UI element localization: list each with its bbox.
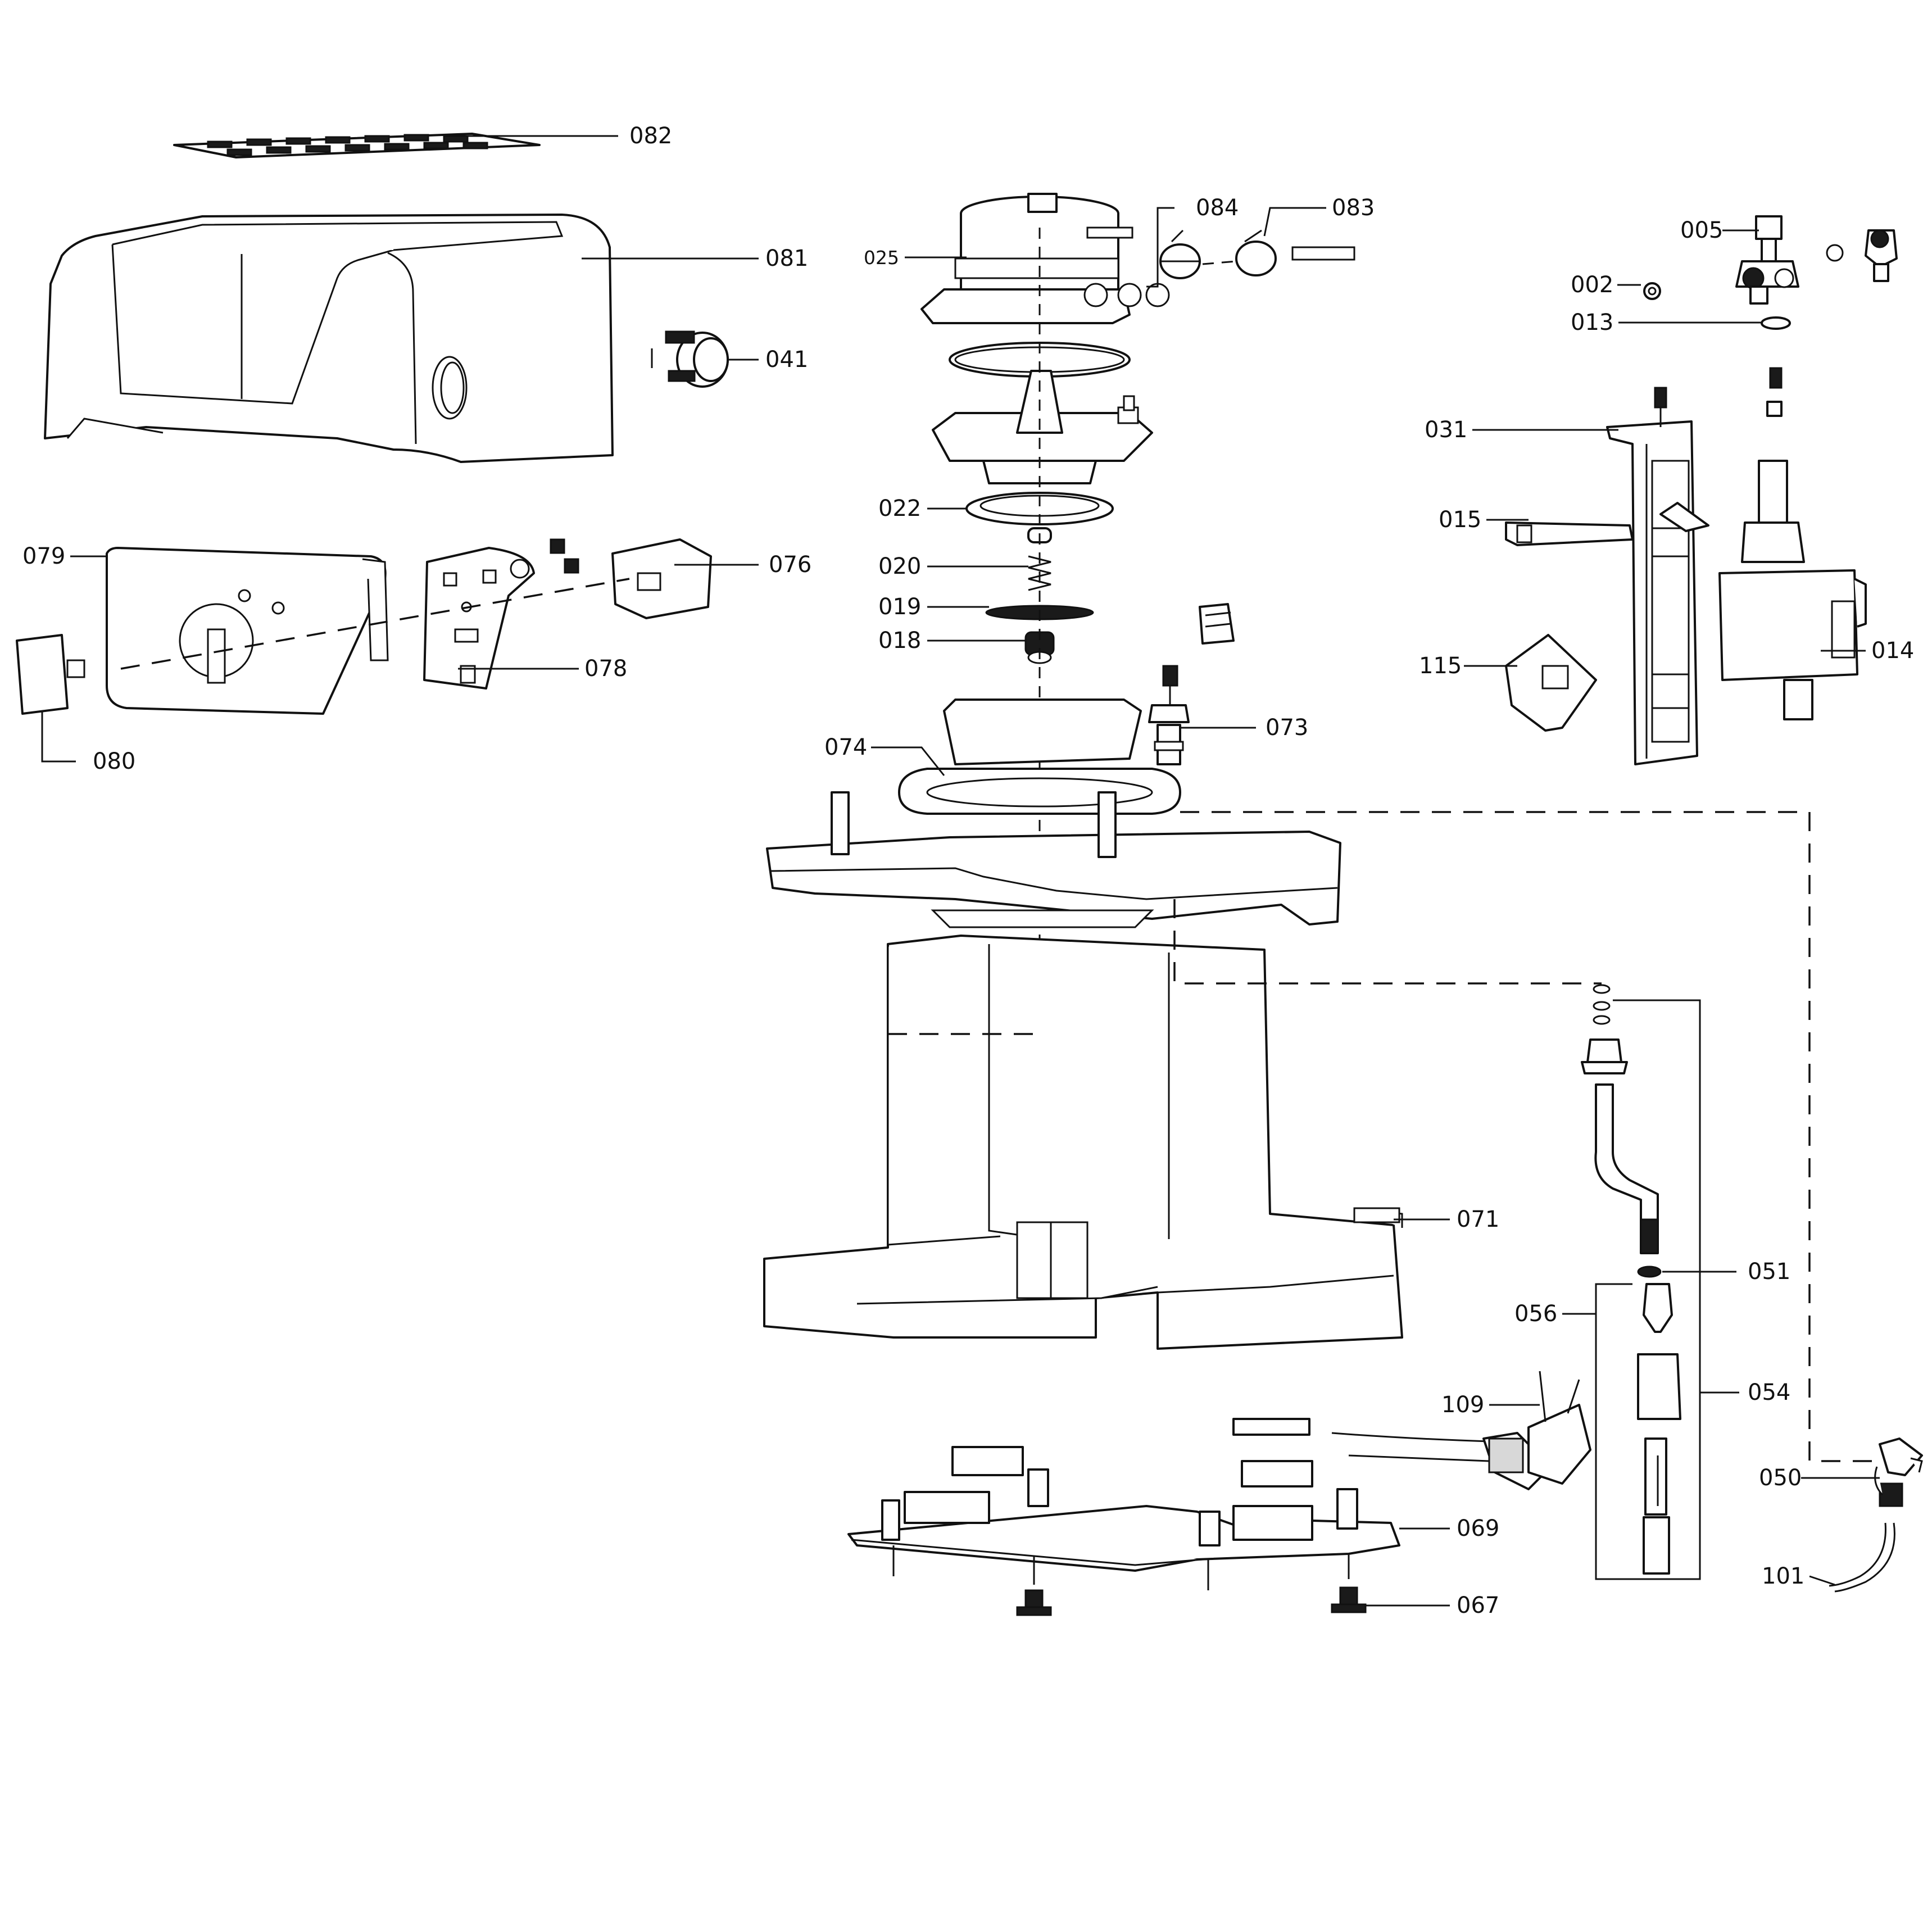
part-025-motor-unit (920, 193, 1170, 324)
label-101: 101 (1762, 1563, 1804, 1589)
pipe-assembly (1581, 984, 1659, 1254)
label-056: 056 (1514, 1301, 1557, 1327)
part-076-relay (550, 538, 712, 619)
part-067-feet (892, 1545, 1367, 1616)
part-078-bracket-board (423, 547, 535, 690)
label-083: 083 (1332, 195, 1375, 221)
part-013-oring (1761, 316, 1791, 330)
part-080-switch (16, 634, 85, 715)
leader-lines (41, 135, 1880, 1607)
label-002: 002 (1571, 272, 1613, 298)
drip-tray-frame (766, 791, 1341, 928)
gasket-ring (949, 342, 1131, 378)
part-015-clip (1505, 521, 1634, 546)
part-050-clamp (1874, 1437, 1923, 1507)
part-054-group (1637, 1283, 1681, 1575)
part-014-pump (1718, 460, 1867, 720)
part-081-top-cover (44, 214, 614, 463)
label-014: 014 (1871, 638, 1914, 664)
part-041-knob (651, 330, 729, 388)
part-115-bracket (1505, 634, 1597, 732)
label-115: 115 (1419, 653, 1462, 679)
part-002-washer (1643, 282, 1661, 300)
label-084: 084 (1196, 195, 1239, 221)
label-081: 081 (765, 246, 808, 271)
label-054: 054 (1748, 1380, 1790, 1405)
label-069: 069 (1457, 1516, 1499, 1541)
part-005-valve (1735, 215, 1898, 305)
label-074: 074 (824, 734, 867, 760)
small-clip (1199, 603, 1235, 645)
label-109: 109 (1441, 1392, 1484, 1418)
label-067: 067 (1457, 1593, 1499, 1618)
label-071: 071 (1457, 1207, 1499, 1232)
part-051-oring (1637, 1266, 1662, 1278)
label-076: 076 (769, 552, 811, 578)
part-073-bolt-stack (1148, 665, 1190, 765)
part-101-tube (1829, 1522, 1895, 1593)
part-109-power-plug (1331, 1371, 1591, 1490)
label-031: 031 (1425, 417, 1467, 443)
label-078: 078 (584, 656, 627, 682)
label-020: 020 (878, 554, 921, 579)
label-051: 051 (1748, 1259, 1790, 1285)
label-041: 041 (765, 347, 808, 373)
label-019: 019 (878, 594, 921, 620)
label-025: 025 (864, 247, 899, 269)
label-022: 022 (878, 496, 921, 521)
label-018: 018 (878, 628, 921, 654)
label-013: 013 (1571, 310, 1613, 335)
grinder-cone (932, 370, 1153, 484)
label-005: 005 (1680, 217, 1723, 243)
part-084-wing (1159, 229, 1201, 279)
part-071-housing (763, 935, 1403, 1350)
part-031-frame-rail (1606, 387, 1709, 765)
pump-connector (1766, 367, 1783, 417)
label-080: 080 (93, 749, 135, 774)
label-079: 079 (22, 543, 65, 569)
label-082: 082 (629, 123, 672, 149)
part-074-holder (898, 699, 1181, 815)
part-083-wing (1235, 229, 1355, 276)
label-015: 015 (1439, 507, 1481, 533)
part-079-control-panel (106, 547, 389, 715)
label-073: 073 (1266, 715, 1308, 741)
part-082-drip-grille (173, 133, 541, 158)
part-069-base-plate (847, 1418, 1400, 1572)
label-050: 050 (1759, 1465, 1802, 1491)
